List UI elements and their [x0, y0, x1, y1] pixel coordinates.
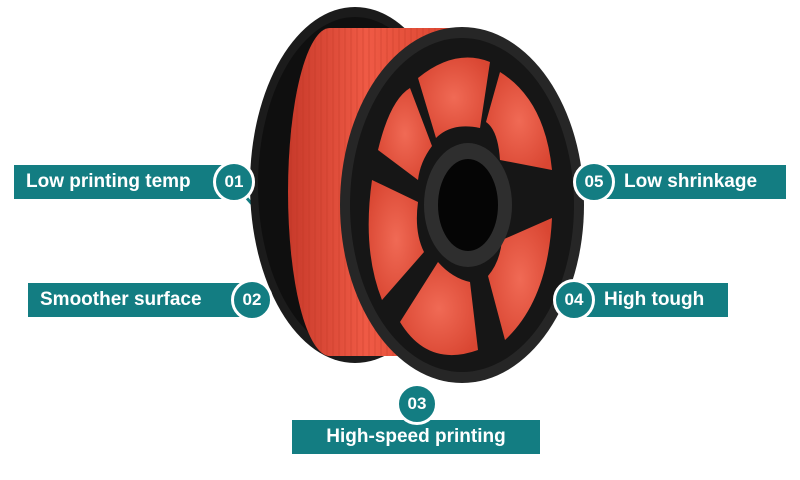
feature-label-text: Smoother surface	[40, 289, 202, 310]
feature-number-badge: 02	[231, 279, 273, 321]
feature-label: High tough	[570, 283, 728, 317]
feature-number-badge: 03	[396, 383, 438, 425]
spool-hub-hole	[438, 159, 498, 251]
feature-number-badge: 05	[573, 161, 615, 203]
feature-label-text: High tough	[604, 289, 705, 310]
feature-label-text: Low shrinkage	[624, 171, 758, 192]
feature-label: High-speed printing	[292, 420, 540, 454]
feature-label: Smoother surface	[28, 283, 248, 317]
feature-label: Low printing temp	[14, 165, 232, 199]
feature-number-badge: 01	[213, 161, 255, 203]
feature-label-text: Low printing temp	[26, 171, 191, 192]
spool-windows	[368, 57, 552, 356]
feature-number-badge: 04	[553, 279, 595, 321]
feature-label: Low shrinkage	[590, 165, 786, 199]
feature-label-text: High-speed printing	[326, 426, 506, 447]
